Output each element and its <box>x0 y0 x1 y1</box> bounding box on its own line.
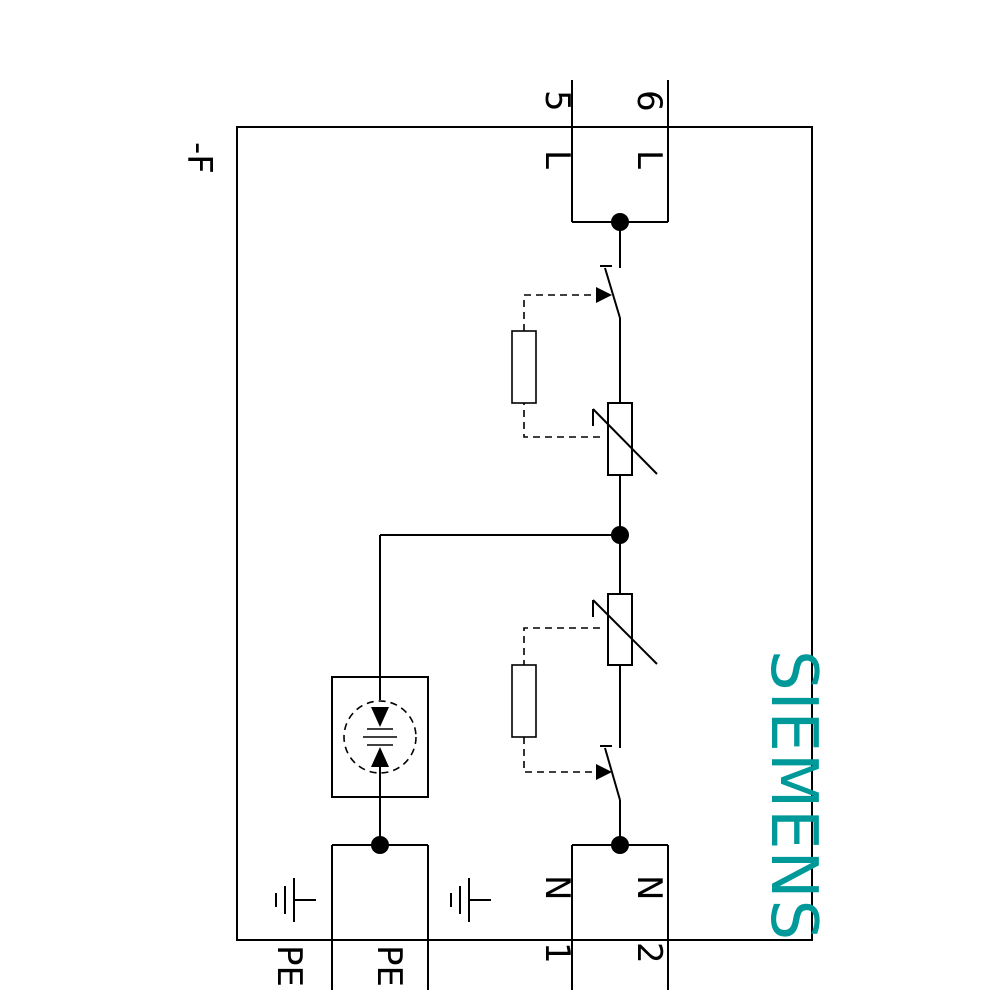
wiring <box>379 222 621 845</box>
varistor-icon <box>592 402 658 476</box>
mechanical-linkage <box>523 294 600 773</box>
terminal-block-n <box>571 844 669 990</box>
terminal-number-2: 2 <box>629 942 669 964</box>
terminal-number-6: 6 <box>629 90 669 112</box>
switch-icon <box>596 265 621 319</box>
junction-dot <box>611 836 629 854</box>
junction-dot <box>611 526 629 544</box>
varistor-icon <box>592 593 658 666</box>
device-enclosure <box>236 126 813 941</box>
terminal-label-pe-inner: PE <box>369 945 409 987</box>
ground-icon <box>275 878 316 922</box>
ground-icon <box>450 878 491 922</box>
terminal-label-n-outer: N <box>537 875 577 900</box>
switch-icon <box>596 745 621 801</box>
terminal-number-1: 1 <box>537 942 577 964</box>
resistor-icon <box>511 664 537 738</box>
brand-logo: SIEMENS <box>756 650 830 941</box>
terminal-label-pe-outer: PE <box>269 945 309 987</box>
terminal-label-l-outer: L <box>537 150 577 169</box>
device-designation: -F <box>179 142 219 174</box>
spark-gap-icon <box>331 676 429 798</box>
terminal-number-5: 5 <box>537 90 577 112</box>
terminal-label-l-inner: L <box>629 150 669 169</box>
terminal-label-n-inner: N <box>629 875 669 900</box>
junction-dot <box>611 213 629 231</box>
resistor-icon <box>511 330 537 404</box>
junction-dot <box>371 836 389 854</box>
